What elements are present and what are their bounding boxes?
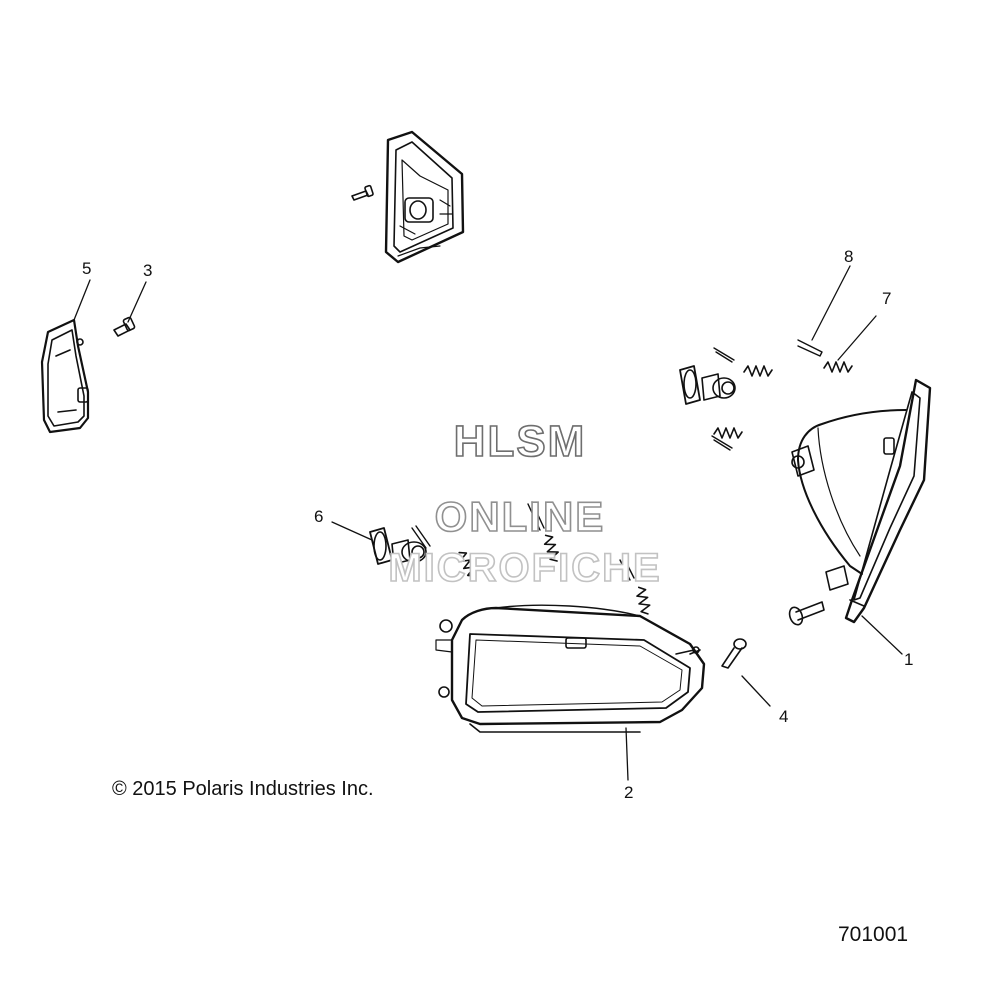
lens-screw [675, 646, 700, 655]
callout-1: 1 [904, 650, 914, 669]
leader-4 [741, 675, 771, 707]
leader-lines [73, 265, 903, 781]
center-bracket-housing [384, 130, 465, 264]
watermark-line-1: HLSM [453, 417, 587, 466]
watermark-line-3: MICROFICHE [388, 546, 662, 590]
callout-3: 3 [143, 261, 153, 280]
headlight-mount-screw [788, 601, 825, 626]
callout-8: 8 [844, 247, 854, 266]
callout-6: 6 [314, 507, 324, 526]
copyright-notice: © 2015 Polaris Industries Inc. [112, 778, 374, 800]
callout-4: 4 [779, 707, 789, 726]
leader-5 [73, 279, 91, 321]
adjuster-springs [458, 361, 853, 615]
diagram-number: 701001 [838, 923, 909, 946]
callout-5: 5 [82, 259, 92, 278]
leader-2 [625, 727, 629, 781]
bulb-right [679, 365, 736, 405]
leader-3 [127, 281, 147, 323]
part-4-screw [721, 638, 747, 669]
adjuster-pins [411, 339, 823, 581]
leader-1 [861, 615, 903, 655]
part-5-side-light [40, 318, 90, 434]
part-6-bulb-left [369, 527, 427, 565]
leader-6 [331, 521, 373, 541]
bracket-screw [351, 184, 374, 201]
callout-7: 7 [882, 289, 892, 308]
part-3-screw [113, 316, 136, 337]
part-1-headlight-right [791, 378, 932, 624]
leader-7 [837, 315, 877, 361]
part-2-headlight-lower [435, 604, 706, 733]
callout-2: 2 [624, 783, 634, 802]
watermark-line-2: ONLINE [434, 493, 606, 540]
leader-8 [811, 265, 851, 341]
